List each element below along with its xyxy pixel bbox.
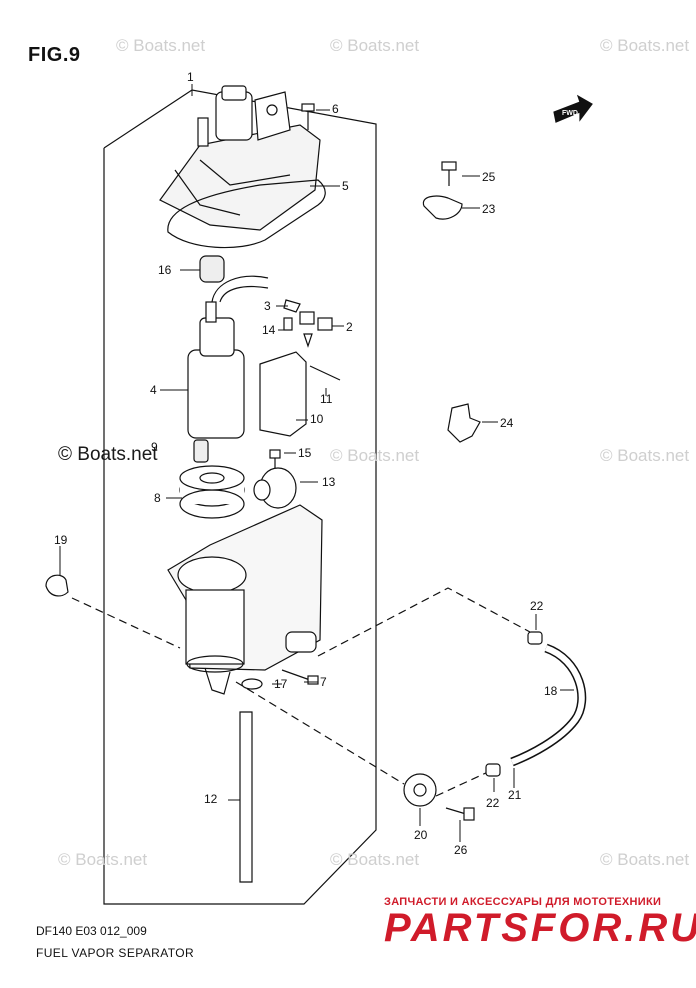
callout-14: 14 [262, 323, 276, 337]
callout-20: 20 [414, 828, 428, 842]
clip-24-part [447, 403, 481, 443]
watermark: © Boats.net [600, 36, 690, 55]
callout-16: 16 [158, 263, 172, 277]
watermark: © Boats.net [58, 850, 148, 869]
watermark: © Boats.net [116, 36, 206, 55]
gasket-part [167, 179, 326, 249]
holder-part [179, 465, 245, 519]
grommet-part [199, 255, 225, 283]
hose-18-inner [510, 645, 585, 765]
fwd-label: FWD [562, 110, 578, 117]
fuel-pump-part [187, 275, 269, 439]
brand-logo: PARTSFOR.RU [384, 906, 696, 950]
clamp-22b-part [485, 763, 501, 777]
callout-26: 26 [454, 843, 468, 857]
callout-6: 6 [332, 102, 339, 116]
figure-name: FUEL VAPOR SEPARATOR [36, 946, 195, 960]
callout-1: 1 [187, 70, 194, 84]
terminal-part [283, 311, 333, 348]
callout-23: 23 [482, 202, 496, 216]
callout-12: 12 [204, 792, 218, 806]
brand-subtitle: ЗАПЧАСТИ И АКСЕССУАРЫ ДЛЯ МОТОТЕХНИКИ [384, 896, 662, 908]
callout-5: 5 [342, 179, 349, 193]
figure-title: FIG.9 [28, 44, 81, 66]
bolt-26-part [445, 807, 475, 821]
watermark: © Boats.net [330, 850, 420, 869]
pump-cover-part [259, 351, 341, 437]
callout-24: 24 [500, 416, 514, 430]
clamp-23-part [422, 195, 463, 220]
watermark: © Boats.net [58, 444, 158, 465]
callout-17: 17 [274, 677, 288, 691]
callout-22: 22 [486, 796, 500, 810]
callout-9: 9 [151, 440, 158, 454]
callout-18: 18 [544, 684, 558, 698]
callout-21: 21 [508, 788, 522, 802]
bolt-25-part [441, 161, 457, 186]
callout-2: 2 [346, 320, 353, 334]
figure-code: DF140 E03 012_009 [36, 924, 147, 938]
cap-19-part [45, 574, 69, 597]
clip-part [283, 299, 301, 313]
watermark: © Boats.net [600, 850, 690, 869]
callout-8: 8 [154, 491, 161, 505]
callout-4: 4 [150, 383, 157, 397]
fwd-arrow-icon: FWD [553, 94, 593, 123]
top-cover-part [159, 85, 321, 231]
callout-13: 13 [322, 475, 336, 489]
filter-part [193, 439, 209, 463]
callout-7: 7 [320, 675, 327, 689]
separator-body-part [167, 504, 323, 695]
callout-11: 11 [320, 392, 333, 406]
callout-leaders [59, 84, 574, 842]
dashed-lines [71, 587, 531, 797]
callout-3: 3 [264, 299, 271, 313]
bolt-7-part [241, 669, 319, 690]
callout-25: 25 [482, 170, 496, 184]
callout-15: 15 [298, 446, 312, 460]
watermark: © Boats.net [600, 446, 690, 465]
clamp-22-part [527, 631, 543, 645]
hose-12-part [239, 711, 253, 883]
screw-part [269, 449, 281, 470]
watermark: © Boats.net [330, 36, 420, 55]
valve-part [253, 467, 297, 509]
bolt-part [301, 103, 315, 130]
watermark: © Boats.net [330, 446, 420, 465]
callout-22: 22 [530, 599, 544, 613]
callout-19: 19 [54, 533, 68, 547]
callout-10: 10 [310, 412, 324, 426]
grommet-20-part [403, 773, 437, 807]
